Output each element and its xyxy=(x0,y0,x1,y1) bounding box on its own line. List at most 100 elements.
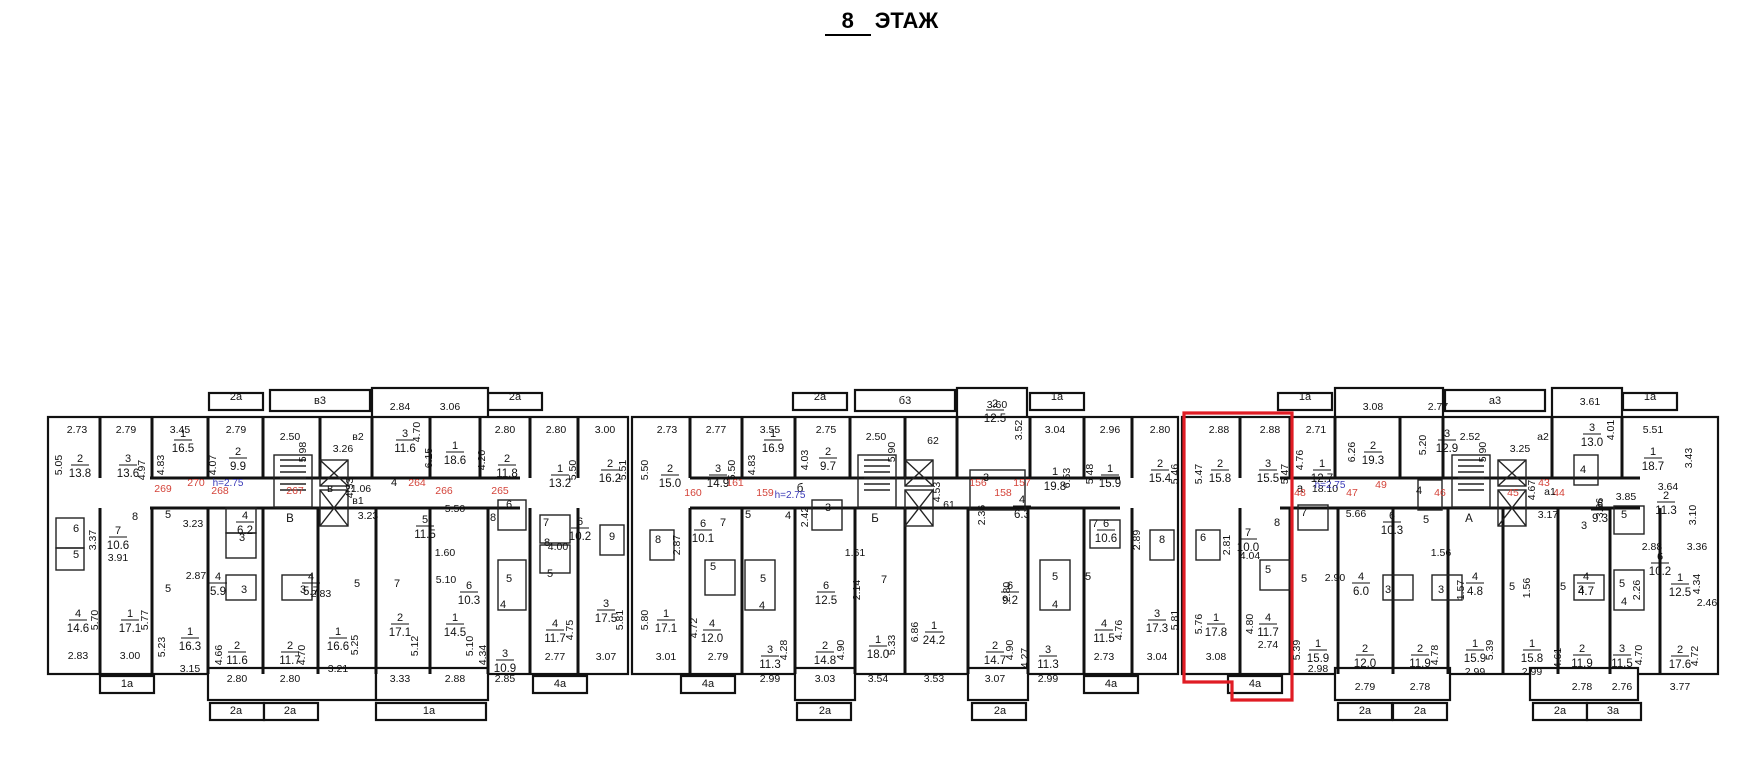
room-label: 115.9 xyxy=(1307,638,1329,665)
bay-bottom-4 xyxy=(966,666,1030,702)
room-number: 1 xyxy=(127,608,133,620)
room-area: 9.3 xyxy=(1592,513,1608,525)
room-area: 11.9 xyxy=(1571,658,1593,670)
room-number: 1 xyxy=(452,440,458,452)
balcony-label: б3 xyxy=(899,395,911,407)
dimension-horizontal: 2.88 xyxy=(1642,541,1663,553)
dimension-horizontal: 2.79 xyxy=(1355,681,1376,693)
room-label: 317.3 xyxy=(1146,608,1168,635)
dimension-horizontal: 2.79 xyxy=(708,651,729,663)
utility-room-number: 5 xyxy=(1509,581,1515,593)
dimension-horizontal: 3.06 xyxy=(440,401,461,413)
dimension-vertical: 4.61 xyxy=(1552,648,1564,669)
room-area: 10.2 xyxy=(569,531,591,543)
room-area: 10.3 xyxy=(1381,525,1403,537)
room-label: 311.6 xyxy=(394,428,416,455)
room-number: 2 xyxy=(1157,458,1163,470)
balcony-label: 4а xyxy=(1249,678,1262,690)
dimension-vertical: 4.83 xyxy=(746,455,758,476)
apartment-number: 269 xyxy=(154,483,172,495)
dimension-horizontal: 3.03 xyxy=(815,673,836,685)
utility-room-number: 5 xyxy=(1301,573,1307,585)
room-label: 119.8 xyxy=(1044,466,1066,493)
dimension-horizontal: 5.10 xyxy=(436,574,457,586)
apartment-number: 161 xyxy=(726,477,744,489)
room-number: 4 xyxy=(1358,571,1364,583)
utility-room-number: 8 xyxy=(490,512,496,524)
balcony-label: 2а xyxy=(1414,705,1427,717)
apartment-number: 47 xyxy=(1346,487,1358,499)
room-label: 414.6 xyxy=(67,608,89,635)
room-label: 46.3 xyxy=(1013,494,1031,521)
apartment-number: 157 xyxy=(1013,477,1031,489)
balcony-top-6 xyxy=(1028,391,1086,412)
balcony-top-4 xyxy=(791,391,849,412)
room-area: 16.5 xyxy=(172,443,194,455)
floor-word: ЭТАЖ xyxy=(874,8,939,33)
dimension-vertical: 4.70 xyxy=(411,422,423,443)
room-number: 4 xyxy=(1583,571,1589,583)
room-area: 15.9 xyxy=(1307,653,1329,665)
room-area: 11.7 xyxy=(1257,627,1279,639)
dimension-vertical: 5.90 xyxy=(886,442,898,463)
room-label: 610.2 xyxy=(569,516,591,543)
room-number: 6 xyxy=(1103,518,1109,530)
dimension-horizontal: 3.00 xyxy=(120,650,141,662)
balcony-bottom-4 xyxy=(374,701,488,722)
utility-room-number: 6 xyxy=(1200,532,1206,544)
dimension-horizontal: 3.64 xyxy=(1658,481,1679,493)
room-area: 17.6 xyxy=(1669,659,1691,671)
room-area: 10.2 xyxy=(1649,566,1671,578)
corridor-label: а xyxy=(1297,483,1304,495)
room-area: 6.0 xyxy=(1353,586,1369,598)
balcony-top-1 xyxy=(207,391,265,412)
dimension-horizontal: 3.08 xyxy=(1363,401,1384,413)
apartment-number: 159 xyxy=(756,487,774,499)
dimension-horizontal: 2.73 xyxy=(657,424,678,436)
room-area: 15.5 xyxy=(1257,473,1279,485)
dimension-vertical: 4.07 xyxy=(207,455,219,476)
plan-note: 3.17 xyxy=(1538,509,1559,521)
room-number: 2 xyxy=(1217,458,1223,470)
utility-room-number: 5 xyxy=(547,568,553,580)
dimension-vertical: 4.97 xyxy=(136,460,148,481)
utility-room-number: 4 xyxy=(785,510,791,522)
room-label: 312.9 xyxy=(1436,428,1458,455)
corridor-length: 21.06 xyxy=(345,483,371,495)
room-area: 9.9 xyxy=(230,461,246,473)
balcony-label: 2а xyxy=(230,391,243,403)
room-label: 610.3 xyxy=(1381,510,1403,537)
balcony-label: 2а xyxy=(230,705,243,717)
dimension-vertical: 4.53 xyxy=(931,482,943,503)
dimension-vertical: 5.81 xyxy=(614,610,626,631)
dimension-vertical: 5.76 xyxy=(1193,614,1205,635)
plan-note: а1 xyxy=(1544,486,1556,498)
room-label: 115.8 xyxy=(1521,638,1543,665)
room-area: 14.9 xyxy=(707,478,729,490)
bay-top-1 xyxy=(370,386,490,422)
dimension-vertical: 4.75 xyxy=(564,620,576,641)
room-area: 13.8 xyxy=(69,468,91,480)
dimension-horizontal: 2.71 xyxy=(1306,424,1327,436)
dimension-vertical: 5.98 xyxy=(297,442,309,463)
utility-room-number: 3 xyxy=(983,472,989,484)
room-area: 19.3 xyxy=(1362,455,1384,467)
room-number: 6 xyxy=(1007,580,1013,592)
dimension-horizontal: 3.01 xyxy=(656,651,677,663)
plan-walls xyxy=(46,386,1720,722)
dimension-vertical: 4.20 xyxy=(476,450,488,471)
room-number: 4 xyxy=(1265,612,1271,624)
apartment-number: 160 xyxy=(684,487,702,499)
room-number: 1 xyxy=(663,608,669,620)
dimension-vertical: 5.25 xyxy=(349,635,361,656)
ceiling-height: h=2.75 xyxy=(775,490,806,501)
plan-note: в1 xyxy=(352,495,364,507)
utility-room-number: 5 xyxy=(1619,578,1625,590)
room-number: 1 xyxy=(1052,466,1058,478)
dimension-horizontal: 2.99 xyxy=(1465,666,1486,678)
room-area: 11.3 xyxy=(1655,505,1677,517)
room-label: 118.6 xyxy=(444,440,466,467)
room-area: 13.2 xyxy=(549,478,571,490)
room-number: 2 xyxy=(992,640,998,652)
dimension-vertical: 4.67 xyxy=(1526,480,1538,501)
